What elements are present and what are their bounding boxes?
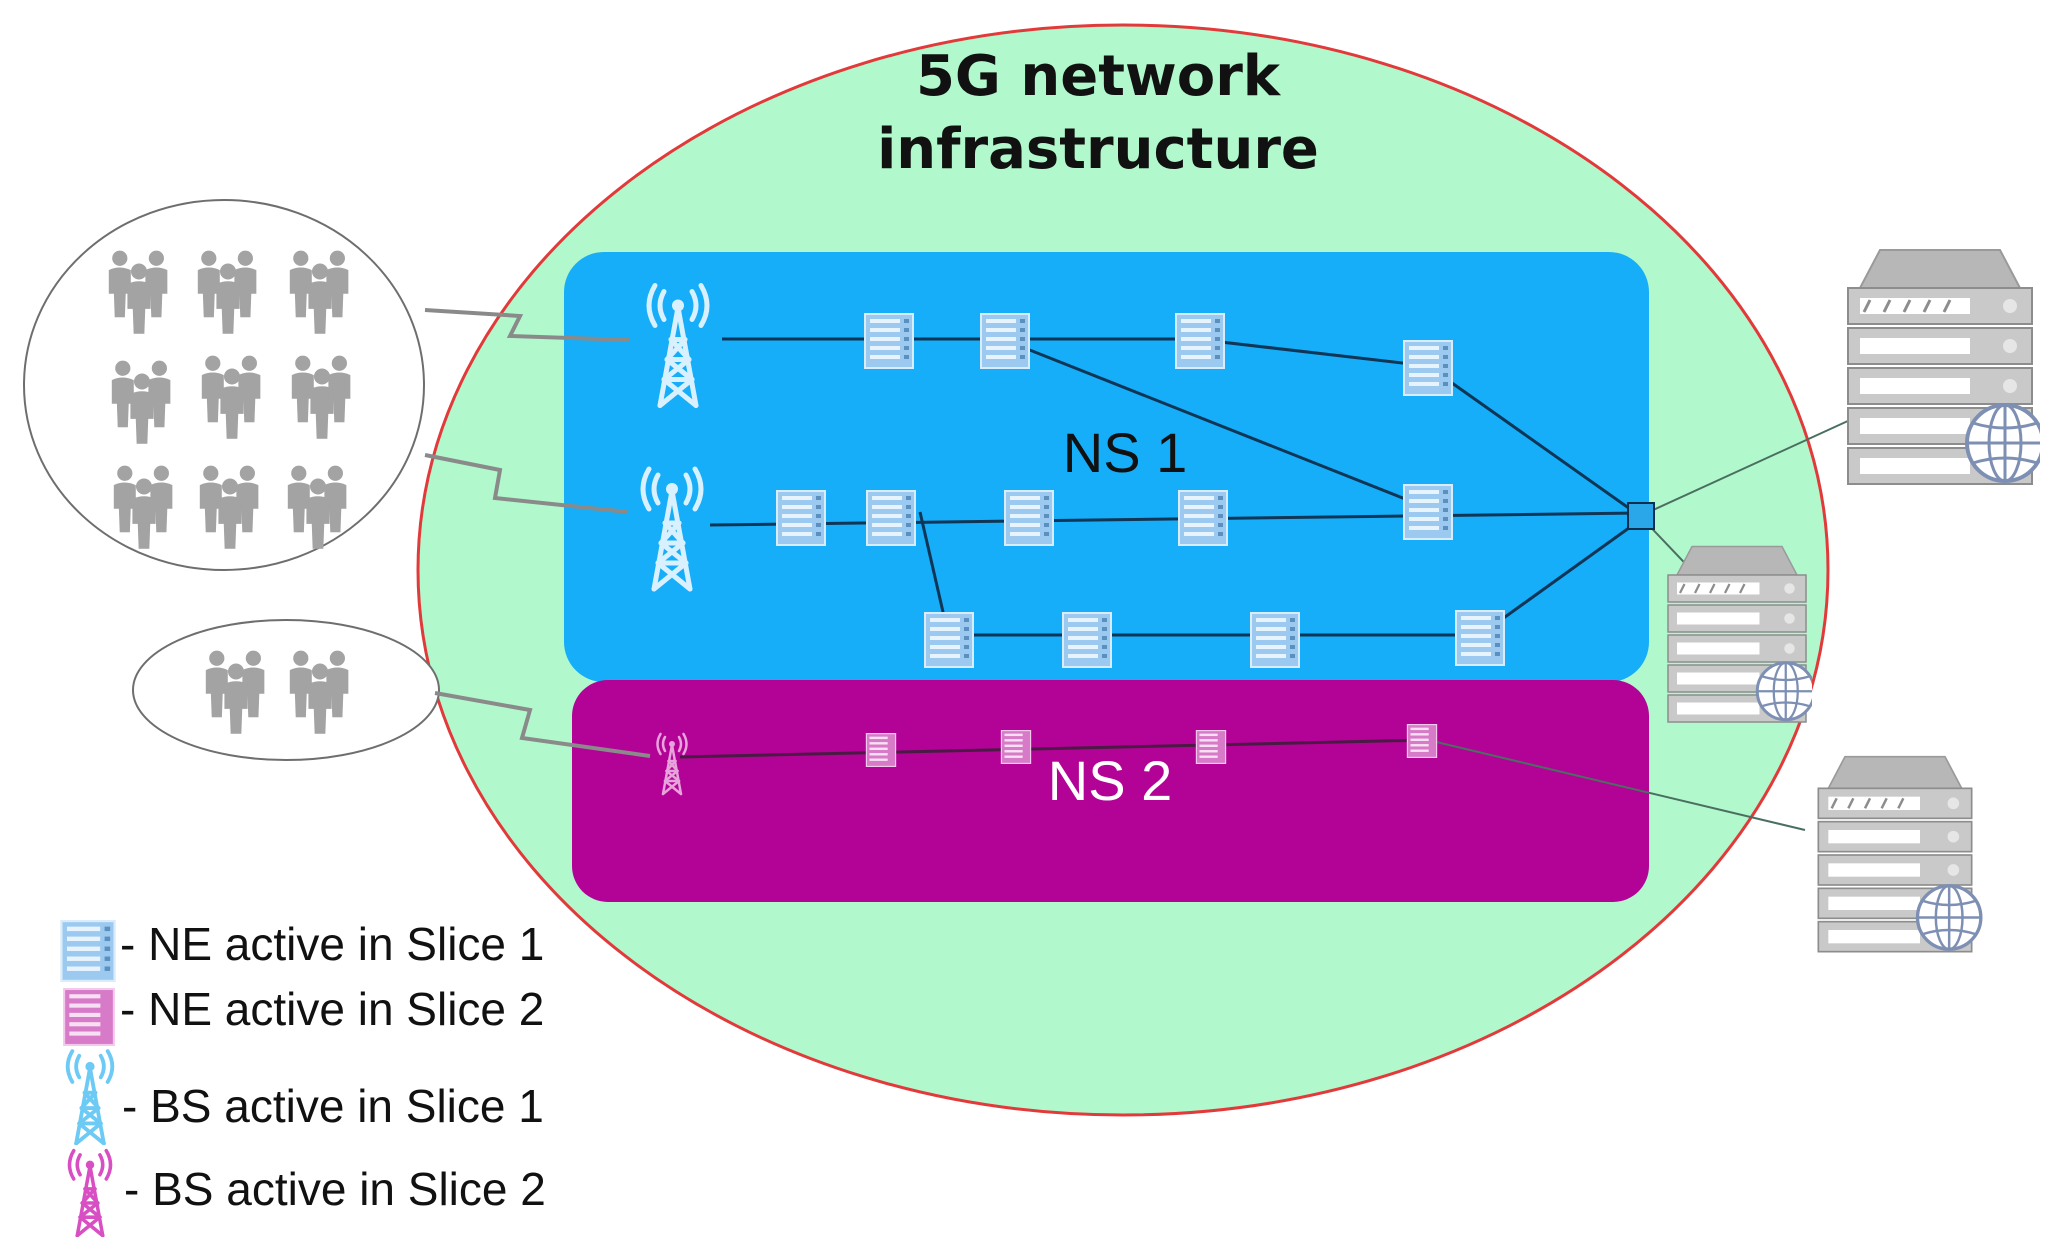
slice-2-box [572,680,1649,902]
network-element-icon [1406,724,1438,758]
slice-1-links [709,337,1641,637]
network-element-icon [1000,730,1032,764]
network-element-icon [864,313,914,369]
slice-2-label: NS 2 [1048,749,1173,812]
legend-item-4: - BS active in Slice 2 [124,1163,546,1215]
bs-slice2-icon [69,1151,110,1236]
network-element-icon [1178,490,1228,546]
wireless-link-3 [434,691,651,758]
wireless-links [424,308,651,758]
legend-item-3: - BS active in Slice 1 [122,1080,544,1132]
hub-node-icon [1627,502,1655,530]
network-element-icon [1403,339,1453,397]
network-element-icon [865,733,897,767]
legend: - NE active in Slice 1 - NE active in Sl… [60,918,546,1236]
slice-1-label: NS 1 [1063,421,1188,484]
bs-slice1-icon [68,1051,113,1143]
network-element-icon [1455,610,1505,666]
user-cluster-small [132,619,440,761]
server-globe-icon [1846,248,2040,486]
network-element-icon [1004,490,1054,546]
legend-item-1: - NE active in Slice 1 [120,918,544,970]
slice-2-link [679,738,1429,759]
network-element-icon [924,612,974,668]
diagram-title-line1: 5G network [916,44,1282,109]
wireless-link-1 [424,308,631,342]
network-element-icon [1195,730,1227,764]
server-globe-icon [1816,755,1983,954]
ne-slice1-icon [60,920,116,982]
legend-item-2: - NE active in Slice 2 [120,983,544,1035]
server-globe-icon [1666,544,1812,724]
ne-slice2-icon [62,988,116,1046]
wireless-link-2 [424,453,629,514]
diagram-title-line2: infrastructure [877,117,1319,182]
network-element-icon [980,313,1030,369]
network-element-icon [776,490,826,546]
network-element-icon [866,490,916,546]
network-element-icon [1175,313,1225,369]
network-element-icon [1062,612,1112,668]
network-element-icon [1250,612,1300,668]
network-element-icon [1403,484,1453,540]
